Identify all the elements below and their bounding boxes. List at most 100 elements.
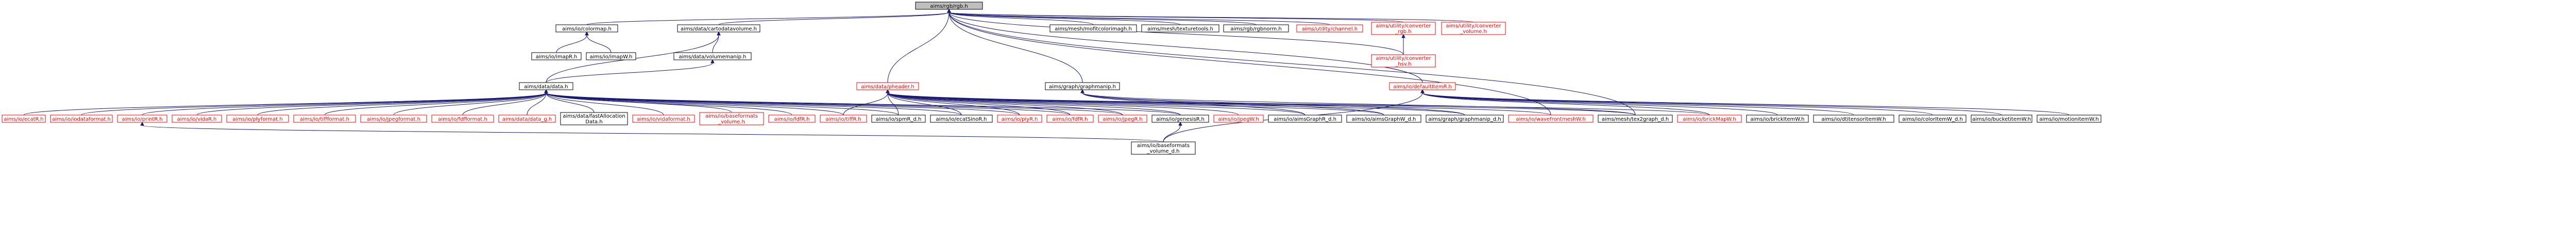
dependency-edge xyxy=(1422,92,2002,116)
arrowhead xyxy=(717,31,721,36)
node-data-g[interactable]: aims/data/data_g.h xyxy=(498,115,556,123)
node-box xyxy=(1131,141,1196,155)
node-label: aims/io/vidaformat.h xyxy=(637,117,690,122)
node-converter-rgb[interactable]: aims/utility/converter_rgb.h xyxy=(1371,22,1436,35)
dependency-edge xyxy=(948,12,1423,83)
node-jpegformat[interactable]: aims/io/jpegformat.h xyxy=(360,115,427,123)
node-box xyxy=(555,24,618,33)
node-label: aims/data/volumemanip.h xyxy=(679,54,746,60)
node-defaultitemr[interactable]: aims/io/defaultItemR.h xyxy=(1389,82,1456,90)
node-baseformats-volume-d[interactable]: aims/io/baseformats_volume_d.h xyxy=(1131,141,1196,155)
dependency-edge xyxy=(546,92,1181,116)
node-jpegr[interactable]: aims/io/jpegR.h xyxy=(1098,115,1147,123)
node-genesisr[interactable]: aims/io/genesisR.h xyxy=(1151,115,1209,123)
node-label: aims/io/imapR.h xyxy=(536,54,578,60)
node-label: aims/io/motionitemW.h xyxy=(2039,117,2098,122)
node-brickitemr[interactable]: aims/io/brickItemW.h xyxy=(1746,115,1809,123)
node-label: aims/io/defaultItemR.h xyxy=(1393,84,1452,90)
node-root[interactable]: aims/rgb/rgb.h xyxy=(915,2,983,10)
node-brickmapr[interactable]: aims/io/brickMapW.h xyxy=(1677,115,1742,123)
node-label: _volume.h xyxy=(1460,29,1487,35)
node-box xyxy=(1045,82,1120,90)
node-label: aims/io/jpegformat.h xyxy=(367,117,420,122)
node-buckitemr[interactable]: aims/io/bucketitemW.h xyxy=(1971,115,2032,123)
dependency-edge xyxy=(1422,92,2070,116)
node-wavefrontmesh[interactable]: aims/io/wavefrontmeshW.h xyxy=(1508,115,1594,123)
node-colormap[interactable]: aims/io/colormap.h xyxy=(555,24,618,33)
node-box xyxy=(1141,24,1219,33)
node-box xyxy=(519,82,573,90)
node-label: aims/io/genesisR.h xyxy=(1156,117,1205,122)
node-pheader[interactable]: aims/data/pheader.h xyxy=(856,82,919,90)
node-dtitensoritemr[interactable]: aims/io/dtitensoritemW.h xyxy=(1813,115,1894,123)
dependency-edge xyxy=(887,92,1465,116)
node-label: aims/graph/graphmanip_d.h xyxy=(1428,117,1501,122)
node-tiffformat[interactable]: aims/io/tiffformat.h xyxy=(293,115,356,123)
dependency-edge xyxy=(546,92,962,116)
node-box xyxy=(1677,115,1742,123)
dependency-edge xyxy=(1422,92,1710,116)
node-baseformats-volume[interactable]: aims/io/baseformats_volume.h xyxy=(699,112,764,125)
node-box xyxy=(1268,115,1342,123)
node-texturetools[interactable]: aims/mesh/texturetools.h xyxy=(1141,24,1219,33)
node-box xyxy=(915,2,983,10)
node-jpegw[interactable]: aims/io/jpegW.h xyxy=(1213,115,1264,123)
node-box xyxy=(1371,54,1436,68)
dependency-edge xyxy=(393,92,547,116)
node-iofdfr2[interactable]: aims/io/fdfR.h xyxy=(1046,115,1094,123)
node-graphmanip-d[interactable]: aims/graph/graphmanip_d.h xyxy=(1426,115,1504,123)
node-iodfr[interactable]: aims/io/fdfR.h xyxy=(768,115,816,123)
node-spmr-d[interactable]: aims/io/spmR_d.h xyxy=(871,115,926,123)
node-fdfformat[interactable]: aims/io/fdfformat.h xyxy=(431,115,494,123)
dependency-edge xyxy=(546,92,899,116)
node-rgbgnorm[interactable]: aims/rgb/rgbnorm.h xyxy=(1223,24,1289,33)
node-box xyxy=(50,115,113,123)
dependency-edge xyxy=(546,92,844,116)
node-ioprintr[interactable]: aims/io/printR.h xyxy=(117,115,167,123)
dependency-edge xyxy=(81,92,547,116)
arrowhead xyxy=(1420,89,1425,93)
node-vidaformat[interactable]: aims/io/vidaformat.h xyxy=(632,115,695,123)
node-tex2graph-d[interactable]: aims/mesh/tex2graph_d.h xyxy=(1598,115,1673,123)
node-box xyxy=(498,115,556,123)
node-label: aims/utility/channel.h xyxy=(1302,26,1358,32)
node-iovidaR[interactable]: aims/io/vidaR.h xyxy=(172,115,222,123)
node-box xyxy=(172,115,222,123)
dependency-edge xyxy=(586,12,950,25)
node-iodataformat[interactable]: aims/io/iodataformat.h xyxy=(50,115,113,123)
node-label: aims/utility/converter xyxy=(1376,23,1431,29)
node-ecatsinomr[interactable]: aims/io/ecatSinoR.h xyxy=(930,115,993,123)
node-aimsgraphw-d[interactable]: aims/io/aimsGraphW_d.h xyxy=(1346,115,1421,123)
dependency-edge xyxy=(843,92,888,116)
node-motionitemr[interactable]: aims/io/motionitemW.h xyxy=(2037,115,2102,123)
node-converter-volume[interactable]: aims/utility/converter_volume.h xyxy=(1441,22,1506,35)
dependency-edge xyxy=(1082,92,1306,116)
node-volumemanip[interactable]: aims/data/volumemanip.h xyxy=(673,52,752,60)
node-aimsgraphr-d[interactable]: aims/io/aimsGraphR_d.h xyxy=(1268,115,1342,123)
dependency-edge xyxy=(887,92,1551,116)
dependency-edge xyxy=(586,35,612,53)
node-ioimap[interactable]: aims/io/imapR.h xyxy=(531,52,582,60)
dependency-edge xyxy=(887,92,1181,116)
node-cartobasevolume[interactable]: aims/data/cartodatavolume.h xyxy=(677,24,760,33)
node-moficolorimagh[interactable]: aims/mesh/mofitcolorimagh.h xyxy=(1049,24,1137,33)
arrowhead xyxy=(1401,34,1405,38)
dependency-edge xyxy=(556,35,587,53)
node-iocolorfmt[interactable]: aims/io/ecatR.h xyxy=(2,115,46,123)
dependency-edge xyxy=(1422,92,1933,116)
dependency-edge xyxy=(887,92,899,116)
node-graphmanip[interactable]: aims/graph/graphmanip.h xyxy=(1045,82,1120,90)
arrowhead xyxy=(585,31,589,36)
node-converter-hsv[interactable]: aims/utility/converter_hsv.h xyxy=(1371,54,1436,68)
node-plyr[interactable]: aims/io/plyR.h xyxy=(997,115,1042,123)
node-plyformat[interactable]: aims/io/plyformat.h xyxy=(226,115,289,123)
node-ioimapw[interactable]: aims/io/imapW.h xyxy=(586,52,636,60)
dependency-edge xyxy=(887,92,1020,116)
node-label: aims/mesh/mofitcolorimagh.h xyxy=(1055,26,1132,32)
node-label: aims/io/colorItemW_d.h xyxy=(1902,117,1963,122)
node-tiffr[interactable]: aims/io/tiffR.h xyxy=(820,115,867,123)
node-data[interactable]: aims/data/data.h xyxy=(519,82,573,90)
node-colormapitemr[interactable]: aims/io/colorItemW_d.h xyxy=(1899,115,1967,123)
node-channel[interactable]: aims/utility/channel.h xyxy=(1296,24,1363,33)
